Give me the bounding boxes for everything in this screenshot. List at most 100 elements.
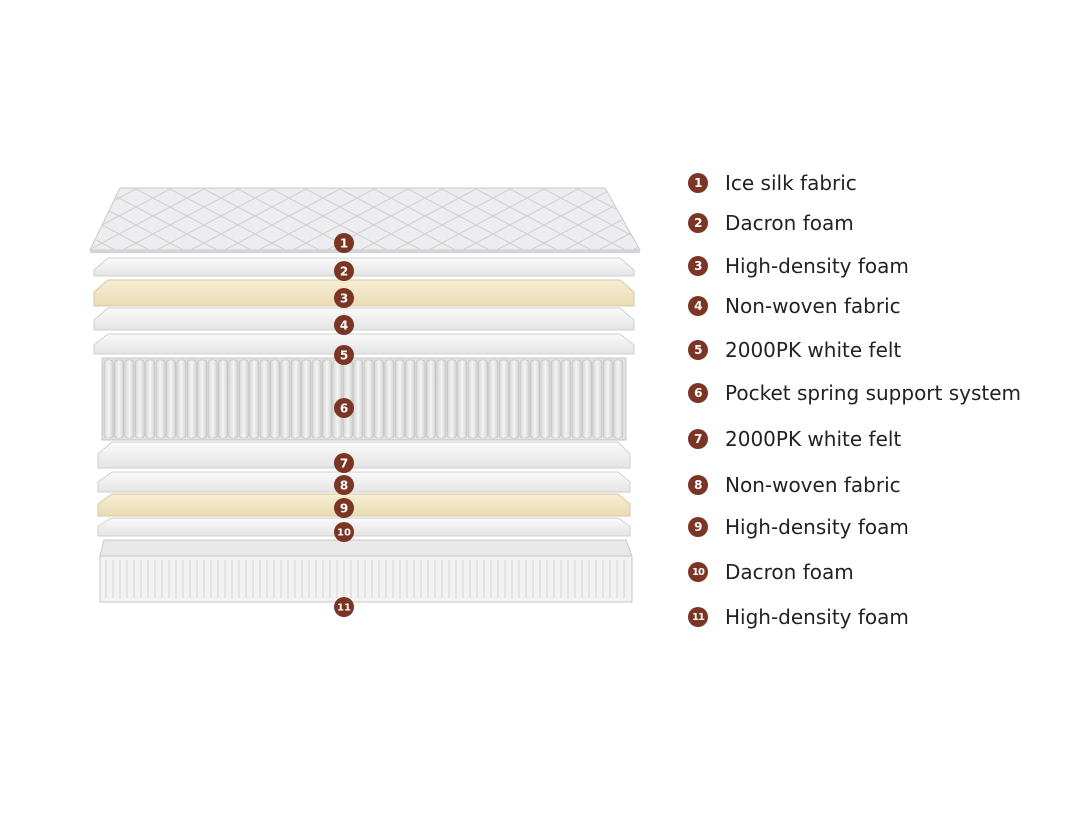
legend-label-8: Non-woven fabric [725,473,901,497]
legend-label-9: High-density foam [725,515,909,539]
spring-pocket [436,359,447,439]
spring-pocket [592,359,603,439]
badge-10-text: 10 [337,528,351,539]
badge-7-text: 7 [340,457,348,471]
legend-label-1: Ice silk fabric [725,171,857,195]
badge-1-text: 1 [340,237,348,251]
legend-item-9: 9 High-density foam [688,514,909,540]
spring-pocket [249,359,260,439]
legend-item-3: 3 High-density foam [688,253,909,279]
spring-pocket [488,359,499,439]
spring-pocket [426,359,436,439]
spring-pocket [218,359,228,439]
layer-9-high-density-foam [97,493,631,517]
spring-pocket [509,359,520,439]
spring-pocket [270,359,280,439]
spring-pocket [103,359,114,439]
legend-number-5: 5 [688,340,708,360]
badge-4-text: 4 [340,319,348,333]
legend-item-4: 4 Non-woven fabric [688,293,901,319]
layer-4-non-woven-fabric [93,307,635,331]
spring-pocket [467,359,478,439]
legend-item-11: 11 High-density foam [688,604,909,630]
spring-pocket [259,359,270,439]
badge-2-text: 2 [340,265,348,279]
spring-pocket [228,359,239,439]
spring-pocket [561,359,572,439]
diagram-badges: 1 2 3 4 5 6 7 8 9 10 11 [334,233,354,617]
spring-pocket [114,359,124,439]
legend-number-11: 11 [688,607,708,627]
layer-11-base [99,539,633,603]
layer-1-ice-silk-fabric [89,187,641,253]
spring-pocket [134,359,145,439]
layer-7-white-felt [97,441,631,469]
badge-11-text: 11 [337,603,351,614]
legend-number-7: 7 [688,429,708,449]
spring-pocket [415,359,426,439]
spring-pocket [446,359,457,439]
spring-pocket [322,359,332,439]
legend-label-10: Dacron foam [725,560,854,584]
legend-item-6: 6 Pocket spring support system [688,380,1021,406]
layer-legend: 1 Ice silk fabric 2 Dacron foam 3 High-d… [688,0,1088,818]
legend-item-8: 8 Non-woven fabric [688,472,901,498]
legend-label-4: Non-woven fabric [725,294,901,318]
spring-pocket [384,359,395,439]
spring-pocket [186,359,197,439]
badge-6-text: 6 [340,402,348,416]
layer-5-white-felt [93,333,635,355]
spring-pocket [301,359,312,439]
spring-pocket [571,359,582,439]
spring-pocket [166,359,176,439]
legend-number-9: 9 [688,517,708,537]
legend-number-4: 4 [688,296,708,316]
badge-2: 2 [334,261,354,281]
layer-2-dacron-foam [93,257,635,277]
spring-pocket [457,359,468,439]
legend-number-1: 1 [688,173,708,193]
layer-10-dacron-foam [97,517,631,537]
layer-3-high-density-foam [93,279,635,307]
spring-pocket [238,359,249,439]
spring-pocket [582,359,592,439]
spring-pocket [394,359,405,439]
base-stitches [105,560,625,598]
legend-number-6: 6 [688,383,708,403]
badge-9-text: 9 [340,502,348,516]
badge-1: 1 [334,233,354,253]
badge-8: 8 [334,475,354,495]
spring-pocket [124,359,135,439]
layer-8-non-woven-fabric [97,471,631,493]
spring-pocket [311,359,322,439]
spring-pocket [550,359,561,439]
legend-number-3: 3 [688,256,708,276]
badge-8-text: 8 [340,479,348,493]
badge-3-text: 3 [340,292,348,306]
spring-pocket [145,359,156,439]
legend-item-10: 10 Dacron foam [688,559,854,585]
badge-9: 9 [334,498,354,518]
spring-pocket [374,359,384,439]
spring-columns [103,359,624,439]
legend-item-1: 1 Ice silk fabric [688,170,857,196]
spring-pocket [280,359,291,439]
legend-item-7: 7 2000PK white felt [688,426,901,452]
badge-4: 4 [334,315,354,335]
spring-pocket [478,359,488,439]
legend-number-2: 2 [688,213,708,233]
spring-pocket [498,359,509,439]
spring-pocket [176,359,187,439]
layer-6-pocket-springs [101,357,627,441]
spring-pocket [530,359,540,439]
spring-pocket [405,359,416,439]
spring-pocket [363,359,374,439]
legend-label-5: 2000PK white felt [725,338,902,362]
badge-7: 7 [334,453,354,473]
badge-6: 6 [334,398,354,418]
spring-pocket [197,359,208,439]
legend-item-2: 2 Dacron foam [688,210,854,236]
badge-11: 11 [334,597,354,617]
spring-pocket [519,359,530,439]
